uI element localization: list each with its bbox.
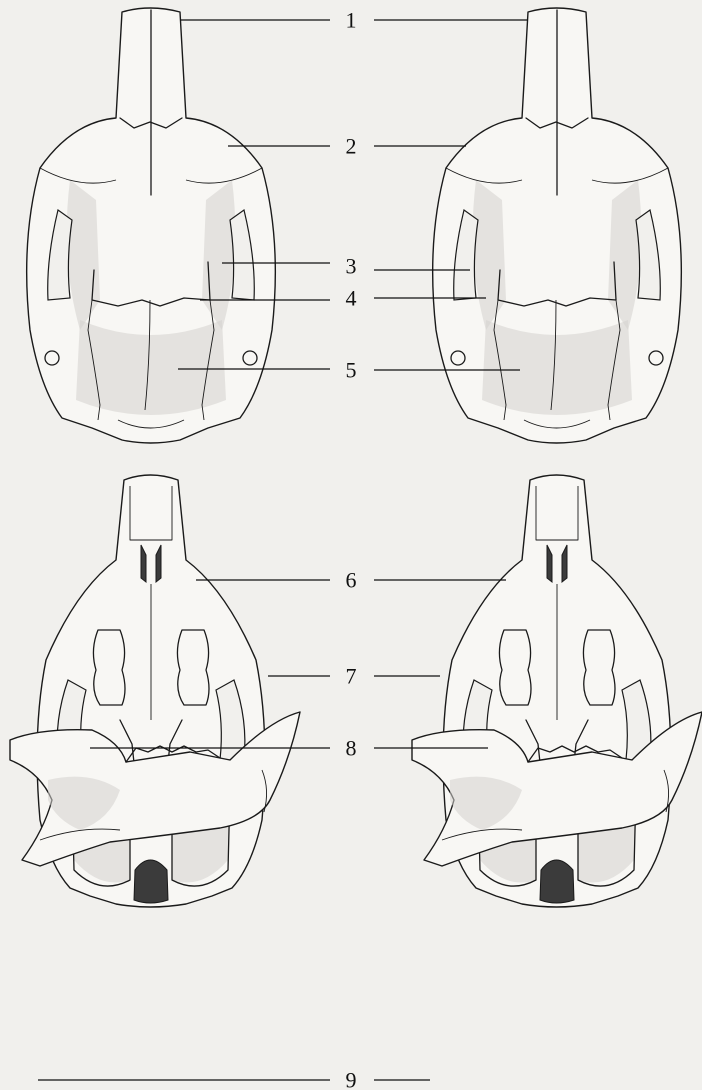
label-5: 5 — [346, 358, 357, 383]
label-9: 9 — [346, 1068, 357, 1090]
label-7: 7 — [346, 664, 357, 689]
label-8: 8 — [346, 736, 357, 761]
label-3: 3 — [346, 254, 357, 279]
dorsal-skull-right — [433, 8, 682, 443]
label-4: 4 — [346, 286, 357, 311]
callout-9: 9 — [38, 1068, 430, 1090]
callout-6: 6 — [196, 568, 506, 593]
label-1: 1 — [346, 8, 357, 33]
callout-2: 2 — [228, 134, 466, 159]
label-2: 2 — [346, 134, 357, 159]
dorsal-skull-left — [27, 8, 276, 443]
callout-7: 7 — [268, 664, 440, 689]
label-6: 6 — [346, 568, 357, 593]
callout-1: 1 — [180, 8, 528, 33]
